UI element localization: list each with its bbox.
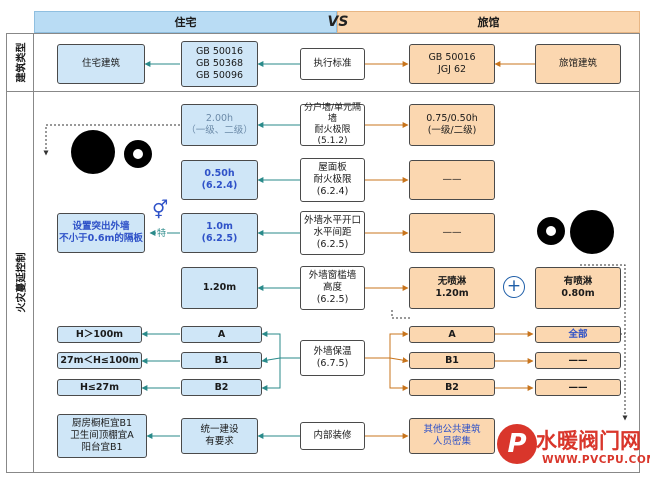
box-residential-interior-detail: 厨房橱柜宜B1 卫生间顶棚宜A 阳台宜B1 bbox=[57, 414, 147, 458]
header-residential: 住宅 bbox=[34, 11, 337, 33]
diagram-frame bbox=[34, 33, 640, 473]
watermark-logo: P bbox=[497, 424, 537, 464]
box-residential-building: 住宅建筑 bbox=[57, 44, 145, 84]
box-center-interior: 内部装修 bbox=[300, 422, 365, 450]
section-divider bbox=[34, 91, 640, 92]
box-center-opening: 外墙水平开口 水平间距 (6.2.5) bbox=[300, 211, 365, 255]
box-residential-standards: GB 50016 GB 50368 GB 50096 bbox=[181, 41, 258, 87]
box-hotel-interior: 其他公共建筑 人员密集 bbox=[409, 418, 495, 454]
decor-circle-solid-right bbox=[570, 210, 614, 254]
box-height-2: 27m＜H≤100m bbox=[57, 352, 142, 369]
box-hotel-opening: —— bbox=[409, 213, 495, 253]
vs-badge: VS bbox=[327, 14, 349, 30]
label-divider bbox=[6, 91, 34, 92]
box-center-roof: 屋面板 耐火极限 (6.2.4) bbox=[300, 158, 365, 202]
label-column-border bbox=[6, 33, 34, 473]
watermark-title: 水暖阀门网 bbox=[536, 429, 641, 453]
box-height-3: H≤27m bbox=[57, 379, 142, 396]
box-hotel-result-1: 全部 bbox=[535, 326, 621, 343]
box-residential-opening: 1.0m (6.2.5) bbox=[181, 213, 258, 253]
box-height-1: H＞100m bbox=[57, 326, 142, 343]
box-residential-partition: 2.00h （一级、二级） bbox=[181, 104, 258, 146]
box-hotel-sprinkler: 有喷淋 0.80m bbox=[535, 267, 621, 309]
box-center-sill: 外墙窗槛墙 高度 (6.2.5) bbox=[300, 266, 365, 310]
box-residential-sill: 1.20m bbox=[181, 267, 258, 309]
box-hotel-building: 旅馆建筑 bbox=[535, 44, 621, 84]
decor-circle-solid-left bbox=[71, 130, 115, 174]
box-center-insulation: 外墙保温 (6.7.5) bbox=[300, 340, 365, 376]
box-center-standards: 执行标准 bbox=[300, 48, 365, 80]
box-residential-roof: 0.50h (6.2.4) bbox=[181, 160, 258, 200]
watermark-url: WWW.PVCPU.COM bbox=[542, 454, 650, 466]
box-hotel-partition: 0.75/0.50h (一级/二级) bbox=[409, 104, 495, 146]
box-hotel-result-2: —— bbox=[535, 352, 621, 369]
box-residential-grade-1: A bbox=[181, 326, 262, 343]
box-residential-grade-3: B2 bbox=[181, 379, 262, 396]
box-residential-grade-2: B1 bbox=[181, 352, 262, 369]
box-center-partition: 分户墙/单元隔墙 耐火极限 (5.1.2) bbox=[300, 103, 365, 146]
box-hotel-grade-2: B1 bbox=[409, 352, 495, 369]
box-special-partition-note: 设置突出外墙 不小于0.6m的隔板 bbox=[57, 213, 145, 253]
special-label: 特 bbox=[156, 226, 168, 239]
box-hotel-roof: —— bbox=[409, 160, 495, 200]
box-hotel-standards: GB 50016 JGJ 62 bbox=[409, 44, 495, 84]
gender-symbol-icon: ⚥ bbox=[152, 200, 169, 221]
box-hotel-grade-1: A bbox=[409, 326, 495, 343]
plus-icon: + bbox=[503, 276, 525, 298]
decor-ring-left bbox=[124, 140, 152, 168]
box-hotel-result-3: —— bbox=[535, 379, 621, 396]
header-hotel: 旅馆 bbox=[337, 11, 640, 33]
box-residential-interior: 统一建设 有要求 bbox=[181, 418, 258, 454]
decor-ring-right bbox=[537, 217, 565, 245]
box-hotel-no-sprinkler: 无喷淋 1.20m bbox=[409, 267, 495, 309]
box-hotel-grade-3: B2 bbox=[409, 379, 495, 396]
